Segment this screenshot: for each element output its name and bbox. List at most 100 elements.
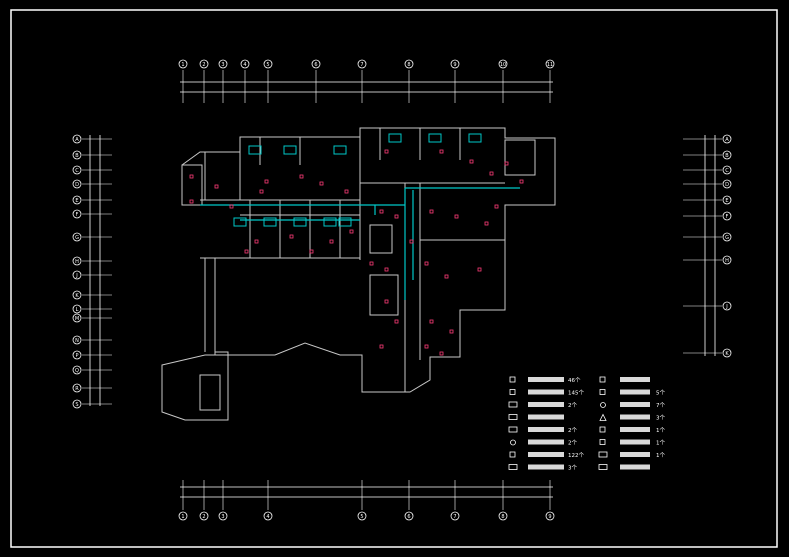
axis-bubble-bottom: [545, 511, 555, 521]
legend-square-icon: [509, 389, 516, 395]
axis-bubble-bottom: [357, 511, 367, 521]
legend-label-line: [620, 464, 650, 470]
axis-label-bottom: 1: [181, 514, 184, 520]
axis-label-right: K: [725, 351, 729, 357]
axis-label-right: B: [725, 153, 729, 159]
legend-label-line: [528, 427, 564, 432]
legend-count: 46个: [568, 377, 581, 384]
device-marker: [469, 159, 474, 164]
legend-label-line: [620, 439, 650, 445]
axis-bubble-top: [450, 59, 460, 69]
device-marker: [349, 229, 354, 234]
axis-bubble-top: [545, 59, 555, 69]
axis-bubble-left: [72, 399, 82, 409]
device-marker: [504, 161, 509, 166]
legend-rect-icon: [508, 464, 518, 470]
axis-label-right: C: [725, 168, 729, 174]
axis-bubble-top: [498, 59, 508, 69]
axis-bubble-top: [311, 59, 321, 69]
room-fixture: [428, 133, 442, 143]
axis-label-left: N: [75, 338, 79, 344]
axis-label-top: 11: [547, 62, 553, 68]
device-marker: [329, 239, 334, 244]
axis-bubble-top: [218, 59, 228, 69]
axis-bubble-left: [72, 313, 82, 323]
device-marker: [384, 299, 389, 304]
device-marker: [454, 214, 459, 219]
legend-count: 122个: [568, 452, 584, 459]
axis-label-top: 5: [266, 62, 269, 68]
axis-bubble-right: [722, 165, 732, 175]
legend-count: 1个: [656, 427, 665, 434]
device-marker: [229, 204, 234, 209]
axis-label-bottom: 8: [501, 514, 504, 520]
legend-label-line: [528, 377, 564, 382]
axis-label-top: 10: [500, 62, 506, 68]
axis-bubble-left: [72, 304, 82, 314]
legend-circle-icon: [600, 402, 606, 408]
axis-bubble-bottom: [178, 511, 188, 521]
axis-label-left: F: [76, 212, 79, 218]
axis-bubble-right: [722, 195, 732, 205]
device-marker: [189, 174, 194, 179]
device-marker: [319, 181, 324, 186]
axis-label-top: 4: [243, 62, 246, 68]
device-marker: [519, 179, 524, 184]
axis-label-top: 9: [453, 62, 456, 68]
legend-square-icon: [599, 426, 606, 433]
axis-bubble-bottom: [199, 511, 209, 521]
device-marker: [289, 234, 294, 239]
axis-bubble-left: [72, 134, 82, 144]
legend-triangle-icon: [599, 413, 607, 421]
legend-count: 2个: [568, 427, 577, 434]
legend-rect-icon: [508, 401, 518, 408]
legend-rect-icon: [598, 451, 608, 458]
device-marker: [264, 179, 269, 184]
axis-label-left: H: [75, 259, 79, 265]
device-marker: [379, 344, 384, 349]
axis-label-top: 2: [202, 62, 205, 68]
room-fixture: [468, 133, 482, 143]
axis-label-top: 1: [181, 62, 184, 68]
axis-label-top: 3: [221, 62, 224, 68]
axis-bubble-right: [722, 232, 732, 242]
axis-label-left: R: [75, 386, 79, 392]
legend-label-line: [528, 452, 564, 457]
axis-bubble-bottom: [218, 511, 228, 521]
device-marker: [424, 344, 429, 349]
legend-label-line: [528, 402, 564, 407]
device-marker: [444, 274, 449, 279]
axis-label-bottom: 4: [266, 514, 269, 520]
legend-count: 7个: [656, 402, 665, 409]
room-fixture: [333, 145, 347, 155]
axis-bubble-right: [722, 348, 732, 358]
device-marker: [489, 171, 494, 176]
legend-label-line: [620, 389, 650, 395]
legend-square-icon: [509, 451, 516, 458]
device-marker: [409, 239, 414, 244]
axis-bubble-right: [722, 134, 732, 144]
device-marker: [477, 267, 482, 272]
device-marker: [299, 174, 304, 179]
axis-bubble-top: [178, 59, 188, 69]
room-fixture: [338, 217, 352, 227]
axis-label-top: 8: [407, 62, 410, 68]
device-marker: [379, 209, 384, 214]
device-symbols: [189, 133, 524, 356]
axis-label-bottom: 3: [221, 514, 224, 520]
legend-count: 1个: [656, 452, 665, 459]
device-marker: [429, 319, 434, 324]
axis-bubble-right: [722, 255, 732, 265]
legend-rect-icon: [508, 414, 518, 420]
room-fixture: [233, 217, 247, 227]
device-marker: [439, 351, 444, 356]
axis-bubble-left: [72, 350, 82, 360]
device-marker: [344, 189, 349, 194]
axis-label-left: C: [75, 168, 79, 174]
axis-label-right: H: [725, 258, 729, 264]
legend-label-line: [528, 464, 564, 470]
device-marker: [309, 249, 314, 254]
